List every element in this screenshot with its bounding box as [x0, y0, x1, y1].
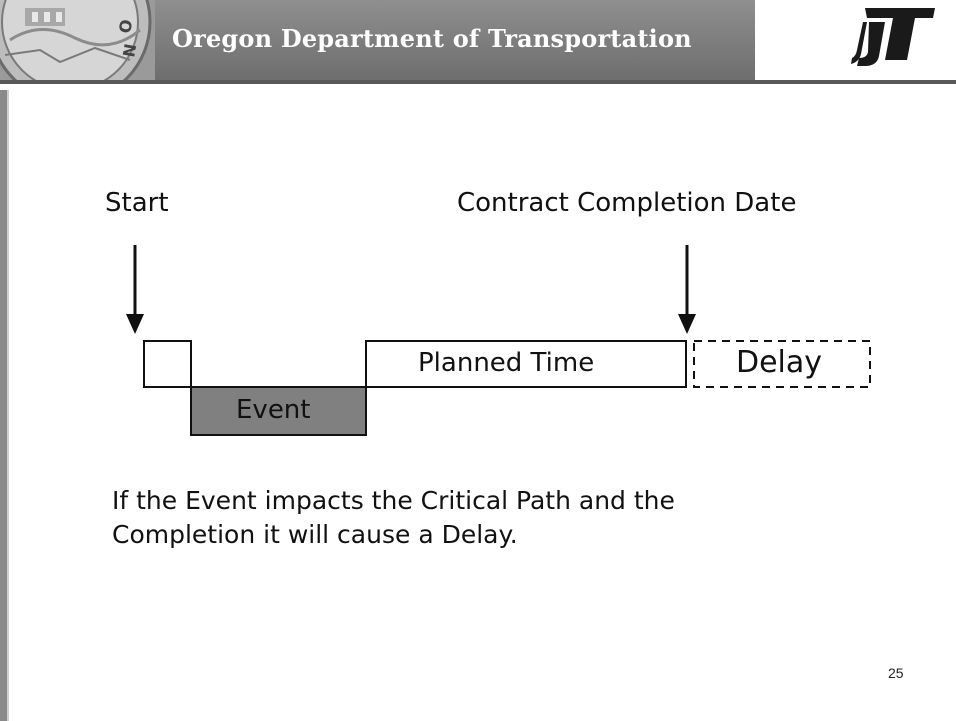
completion-arrow	[678, 245, 696, 334]
left-accent-bar-inner	[7, 90, 9, 721]
event-box	[190, 386, 367, 436]
caption-line-2: Completion it will cause a Delay.	[112, 520, 518, 549]
event-label: Event	[236, 395, 311, 425]
pre-event-box	[143, 340, 192, 388]
caption-line-1: If the Event impacts the Critical Path a…	[112, 486, 675, 515]
page-number: 25	[888, 665, 904, 681]
planned-time-box	[365, 340, 687, 388]
delay-box	[693, 340, 871, 388]
svg-text:O: O	[115, 18, 136, 35]
delay-label: Delay	[736, 345, 823, 380]
state-seal-icon: O N	[0, 0, 155, 80]
left-accent-bar	[0, 0, 7, 721]
page-title: Oregon Department of Transportation	[172, 24, 692, 53]
slide-header: O N Oregon Department of Transportation	[0, 0, 956, 90]
logo-area	[755, 0, 956, 80]
odot-logo-icon	[851, 8, 935, 66]
planned-time-label: Planned Time	[418, 348, 595, 378]
svg-text:N: N	[119, 42, 140, 58]
caption: If the Event impacts the Critical Path a…	[112, 484, 852, 552]
start-arrow	[126, 245, 144, 334]
contract-completion-date-label: Contract Completion Date	[457, 188, 797, 218]
start-label: Start	[105, 188, 169, 218]
header-rule	[0, 80, 956, 84]
header-band	[155, 0, 755, 80]
